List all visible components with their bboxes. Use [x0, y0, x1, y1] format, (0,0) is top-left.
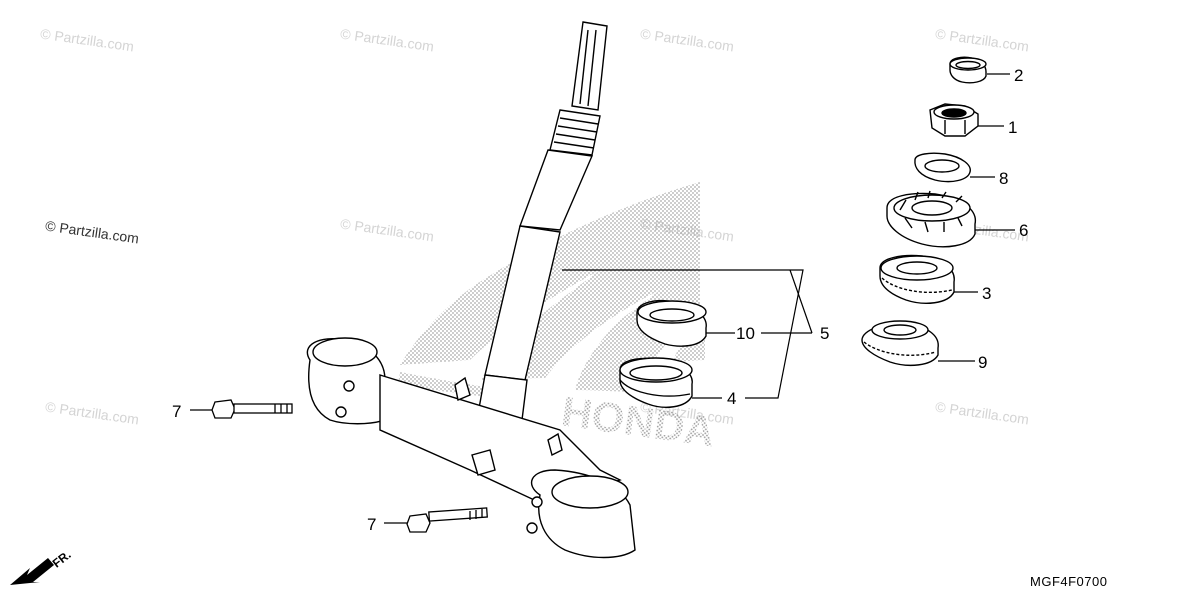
washer-top [949, 56, 987, 84]
callout-8: 8 [999, 169, 1009, 188]
lower-triple-clamp [306, 337, 636, 559]
callout-7-lower: 7 [367, 515, 377, 534]
callout-3: 3 [982, 284, 992, 303]
bolt-lower [406, 507, 488, 533]
callout-9: 9 [978, 353, 988, 372]
bearing-upper [879, 254, 955, 304]
bearing-lower [861, 320, 939, 367]
adjusting-nut [886, 190, 976, 248]
stem-nut [929, 103, 979, 137]
callout-4: 4 [727, 389, 737, 408]
callout-10: 10 [736, 324, 755, 343]
dust-seal [636, 299, 707, 347]
callout-5: 5 [820, 324, 830, 343]
bolt-upper [211, 399, 293, 419]
callout-7-upper: 7 [172, 402, 182, 421]
leader-lines [190, 73, 1015, 524]
front-direction-arrow-icon [10, 558, 54, 585]
bearing-race-lower [619, 357, 693, 408]
lock-washer [914, 152, 971, 183]
callout-2: 2 [1014, 66, 1024, 85]
diagram-code: MGF4F0700 [1030, 574, 1108, 589]
callout-6: 6 [1019, 221, 1029, 240]
callout-1: 1 [1008, 118, 1018, 137]
